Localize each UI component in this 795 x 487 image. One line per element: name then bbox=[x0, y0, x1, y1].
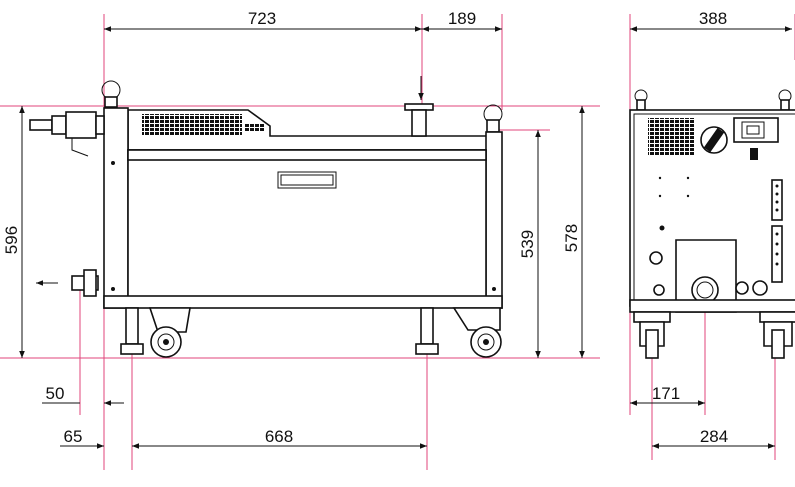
dim-668: 668 bbox=[265, 427, 293, 446]
dim-596: 596 bbox=[2, 226, 21, 254]
dim-284: 284 bbox=[700, 427, 728, 446]
dim-578: 578 bbox=[562, 224, 581, 252]
side-vent-grille bbox=[142, 114, 242, 136]
dim-723: 723 bbox=[248, 9, 276, 28]
dim-171: 171 bbox=[652, 384, 680, 403]
dimension-lines bbox=[19, 26, 792, 449]
dim-50: 50 bbox=[46, 384, 65, 403]
side-view bbox=[29, 76, 503, 358]
dim-388: 388 bbox=[699, 9, 727, 28]
front-vent-grille bbox=[648, 118, 694, 156]
dim-65: 65 bbox=[64, 427, 83, 446]
front-view bbox=[629, 89, 795, 359]
dim-539: 539 bbox=[518, 230, 537, 258]
dim-189: 189 bbox=[448, 9, 476, 28]
